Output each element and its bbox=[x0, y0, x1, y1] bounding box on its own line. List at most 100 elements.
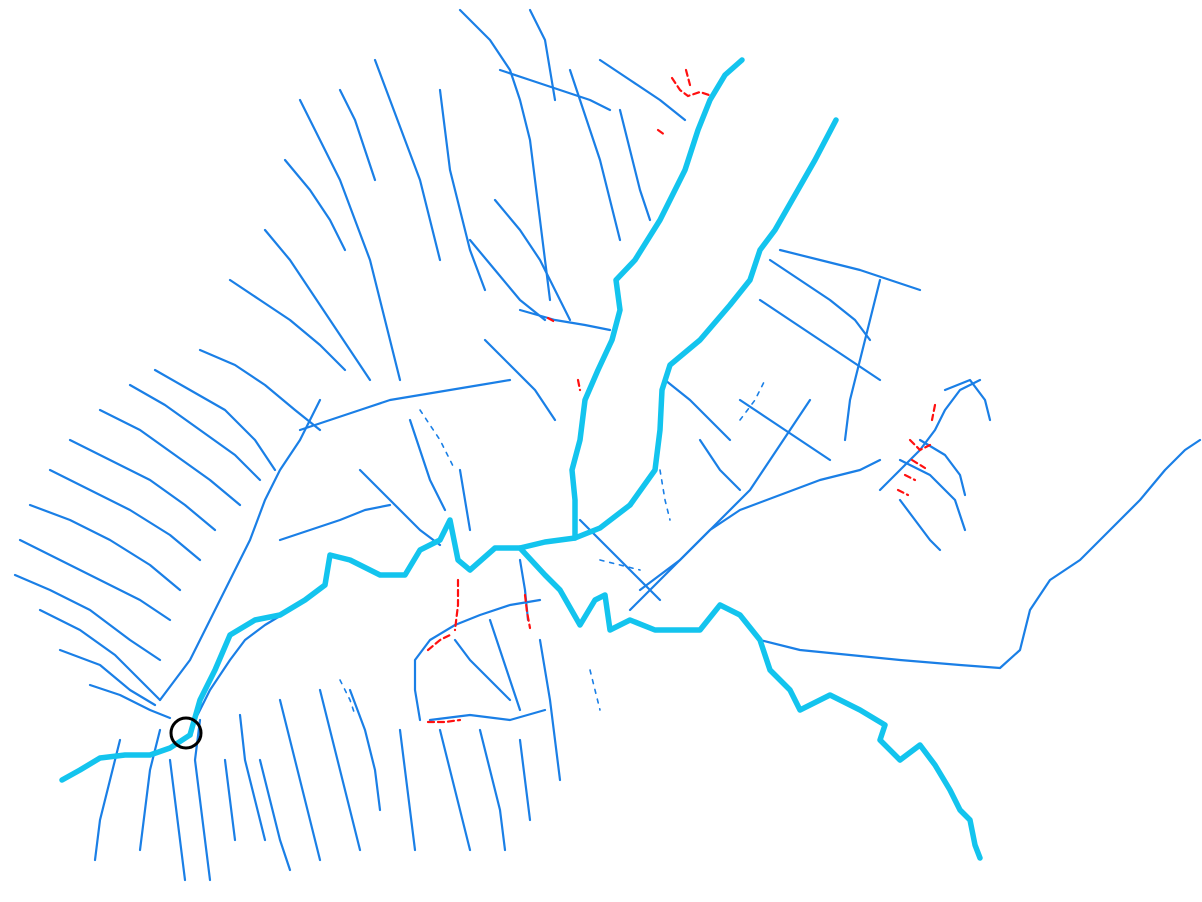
tributary-s-10 bbox=[223, 758, 237, 842]
main-channels bbox=[59, 57, 983, 861]
tributary-west-10 bbox=[58, 648, 157, 707]
tributary-fe-5 bbox=[898, 458, 967, 532]
tributary-c-2 bbox=[278, 503, 392, 542]
tributary-s-6 bbox=[138, 728, 162, 852]
gap-connector-5 bbox=[670, 76, 714, 98]
tributary-west-11 bbox=[88, 683, 172, 720]
tributary-west-spine bbox=[158, 398, 322, 702]
tributary-fragments bbox=[339, 379, 766, 716]
tributary-sc-6 bbox=[398, 728, 417, 852]
gap-connector-9 bbox=[910, 458, 927, 470]
gap-connector-10 bbox=[903, 473, 917, 482]
gap-connector-2 bbox=[426, 633, 452, 652]
tributary-west-2 bbox=[18, 538, 172, 622]
tributary-n-8 bbox=[468, 238, 547, 322]
tributary-nw-2 bbox=[373, 58, 442, 262]
gap-connector-8 bbox=[908, 438, 932, 452]
tributary-sc-1 bbox=[413, 598, 542, 722]
tributary-east-long bbox=[758, 438, 1202, 670]
tributary-west-9 bbox=[38, 608, 162, 702]
gap-connector-13 bbox=[546, 316, 557, 324]
tributary-west-7 bbox=[128, 383, 262, 482]
tributary-nw-5 bbox=[198, 348, 322, 432]
tributary-c-4 bbox=[408, 418, 447, 512]
tributary-e-8 bbox=[843, 278, 882, 442]
main-channel-southeast bbox=[517, 545, 983, 861]
tributary-s-2 bbox=[238, 713, 267, 842]
gap-connector-4 bbox=[523, 593, 532, 630]
tributary-west-6 bbox=[98, 408, 242, 507]
tributary-fragment-5 bbox=[339, 679, 356, 716]
tributary-e-5 bbox=[758, 298, 882, 382]
outlet-marker-circle bbox=[169, 716, 203, 750]
tributary-c-3 bbox=[358, 468, 442, 547]
tributary-e-4 bbox=[778, 248, 922, 292]
tributary-e-9 bbox=[663, 378, 732, 442]
tributary-n-6 bbox=[618, 108, 652, 222]
tributary-fragment-1 bbox=[419, 409, 456, 471]
gap-connector-6 bbox=[684, 68, 692, 87]
tributary-nw-6 bbox=[283, 158, 347, 252]
tributary-network bbox=[13, 8, 1202, 882]
tributary-e-1 bbox=[628, 398, 812, 612]
tributary-sc-2 bbox=[428, 708, 547, 722]
tributary-n-7 bbox=[493, 198, 572, 322]
tributary-n-1 bbox=[458, 8, 552, 302]
tributary-n-9 bbox=[518, 308, 612, 332]
tributary-fe-3 bbox=[918, 438, 967, 497]
tributary-e-2 bbox=[638, 458, 882, 592]
tributary-n-2 bbox=[528, 8, 557, 102]
tributary-nw-3 bbox=[263, 228, 372, 382]
tributary-fe-2 bbox=[898, 498, 942, 552]
tributary-s-9 bbox=[258, 758, 292, 872]
tributary-fragment-2 bbox=[589, 669, 601, 711]
tributary-s-4 bbox=[318, 688, 362, 852]
main-channel-west-lake-shore bbox=[569, 57, 745, 541]
tributary-nw-1 bbox=[298, 98, 402, 382]
tributary-c-1 bbox=[298, 378, 512, 432]
tributary-n-3 bbox=[498, 68, 612, 112]
tributary-nw-8 bbox=[438, 88, 487, 292]
gap-connector-11 bbox=[896, 488, 910, 497]
tributary-s-8 bbox=[168, 758, 187, 882]
tributary-west-1 bbox=[13, 573, 162, 662]
tributary-sc-4 bbox=[488, 618, 522, 712]
tributary-e-7 bbox=[698, 438, 742, 492]
tributary-west-5 bbox=[68, 438, 217, 532]
tributary-sc-7 bbox=[438, 728, 472, 852]
tributary-s-7 bbox=[93, 738, 122, 862]
tributary-west-3 bbox=[28, 503, 182, 592]
tributary-spine-lower-left bbox=[193, 588, 322, 722]
tributary-fragment-3 bbox=[599, 559, 641, 571]
tributary-n-4 bbox=[568, 68, 622, 242]
tributary-s-5 bbox=[348, 688, 382, 812]
tributary-sc-8 bbox=[478, 728, 507, 852]
tributary-fragment-4 bbox=[739, 379, 766, 421]
main-channel-east-lake-shore bbox=[627, 117, 839, 508]
gap-connector-3 bbox=[426, 718, 462, 724]
gap-connectors bbox=[426, 68, 937, 724]
tributary-fe-4 bbox=[943, 378, 992, 422]
main-channel-downstream bbox=[59, 732, 193, 783]
tributary-fe-1 bbox=[878, 378, 982, 492]
tributary-sc-5 bbox=[538, 638, 562, 782]
tributary-west-4 bbox=[48, 468, 202, 562]
tributary-west-8 bbox=[153, 368, 277, 472]
gap-connector-7 bbox=[930, 403, 937, 422]
tributary-nw-4 bbox=[228, 278, 347, 372]
gap-connector-1 bbox=[453, 578, 460, 632]
tributary-s-1 bbox=[193, 718, 212, 882]
tributary-e-6 bbox=[738, 398, 832, 462]
tributary-fragment-6 bbox=[659, 469, 671, 521]
tributary-c-5 bbox=[458, 468, 472, 532]
main-channel-trunk bbox=[187, 502, 633, 738]
tributary-n-10 bbox=[483, 338, 557, 422]
tributary-sc-9 bbox=[518, 738, 532, 822]
tributary-nw-7 bbox=[338, 88, 377, 182]
tributary-sc-3 bbox=[453, 638, 512, 702]
tributary-s-3 bbox=[278, 698, 322, 862]
gap-connector-12 bbox=[576, 378, 582, 392]
tributary-e-3 bbox=[768, 258, 872, 342]
gap-connector-14 bbox=[656, 128, 667, 137]
